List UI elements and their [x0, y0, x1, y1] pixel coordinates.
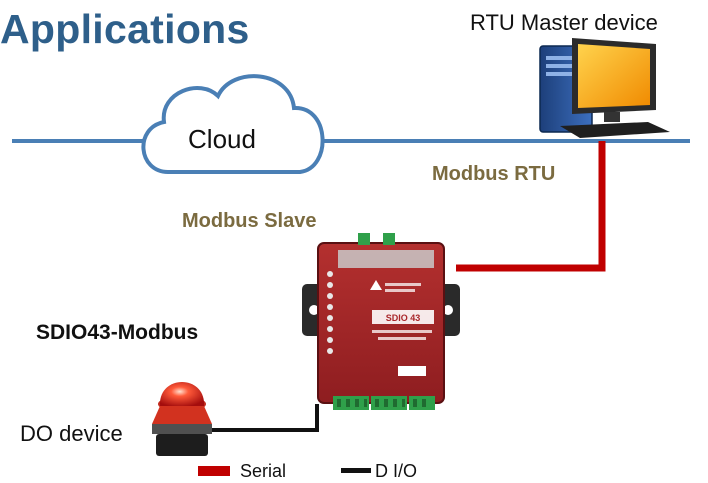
sdio43-device: SDIO 43	[302, 233, 460, 410]
legend-dio-swatch	[341, 468, 371, 473]
serial-line	[456, 141, 606, 272]
do-device-label: DO device	[20, 421, 123, 446]
warning-light-icon	[152, 382, 212, 456]
cloud-label: Cloud	[188, 124, 256, 154]
device-panel-title: SDIO 43	[386, 313, 421, 323]
modbus-rtu-label: Modbus RTU	[432, 163, 556, 185]
computer-icon	[539, 38, 670, 138]
legend-serial-label: Serial	[240, 461, 287, 481]
device-name-label: SDIO43-Modbus	[36, 321, 199, 344]
page-title: Applications	[0, 6, 250, 52]
legend-serial-swatch	[198, 466, 230, 476]
dio-line	[212, 404, 319, 432]
rtu-master-label: RTU Master device	[470, 10, 658, 35]
legend-dio-label: D I/O	[375, 461, 418, 481]
cloud-icon	[141, 74, 325, 174]
modbus-slave-label: Modbus Slave	[182, 210, 317, 232]
